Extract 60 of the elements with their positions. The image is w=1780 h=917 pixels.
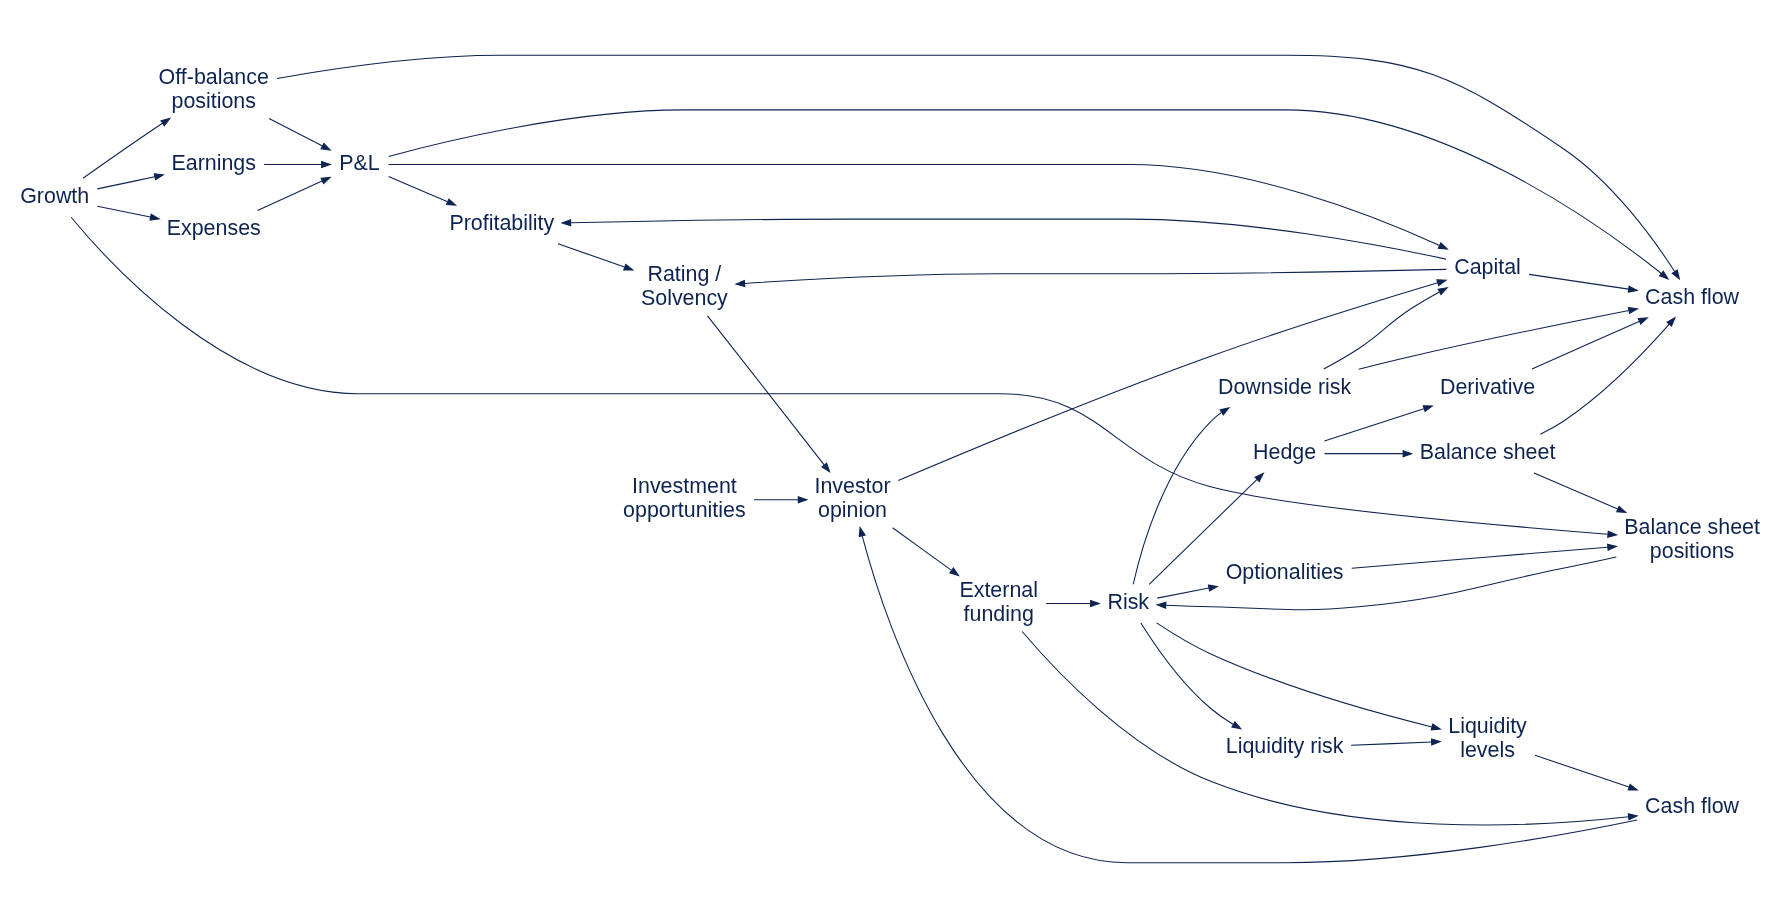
arrow <box>706 314 831 473</box>
arrow <box>557 242 635 270</box>
arrow <box>388 163 1449 250</box>
node-text: Cash flow <box>1645 793 1740 818</box>
arrow <box>1531 316 1649 370</box>
node-text: P&L <box>339 150 380 175</box>
arrow <box>1323 449 1414 457</box>
arrow <box>897 278 1448 481</box>
arrow <box>1155 555 1617 610</box>
arrow <box>734 268 1447 287</box>
node-text: Balance sheet <box>1419 439 1556 464</box>
arrow <box>1323 286 1449 370</box>
node-text: Liquidity risk <box>1225 733 1344 758</box>
arrow <box>1045 599 1101 607</box>
arrow <box>263 160 332 168</box>
arrow <box>753 495 809 503</box>
node-text: Rating / Solvency <box>640 261 728 310</box>
node-text: Optionalities <box>1225 559 1344 584</box>
arrow <box>1350 737 1442 746</box>
node-text: Off-balance positions <box>158 64 269 113</box>
arrow <box>1528 273 1639 293</box>
arrow <box>560 218 1447 260</box>
arrow <box>96 205 161 221</box>
arrow <box>858 525 1638 863</box>
arrow <box>1156 584 1219 599</box>
arrow <box>276 54 1681 280</box>
node-text: Liquidity levels <box>1448 713 1527 762</box>
node-text: Profitability <box>449 210 555 235</box>
arrow <box>1351 543 1619 569</box>
node-text: Capital <box>1454 254 1521 279</box>
arrow <box>892 526 960 576</box>
arrow <box>388 108 1670 280</box>
node-text: Expenses <box>166 215 261 240</box>
arrow <box>1021 630 1639 825</box>
node-text: Investor opinion <box>814 473 891 522</box>
arrow <box>1358 306 1639 370</box>
arrow <box>1140 621 1243 729</box>
arrow <box>387 175 458 206</box>
arrow <box>1132 406 1231 585</box>
arrow <box>1323 404 1434 442</box>
node-text: Cash flow <box>1645 284 1740 309</box>
arrow <box>1539 315 1677 435</box>
node-text: Hedge <box>1253 439 1317 464</box>
node-text: Downside risk <box>1217 374 1352 399</box>
node-text: External funding <box>959 577 1038 626</box>
node-text: Growth <box>20 183 90 208</box>
arrow <box>1148 471 1265 585</box>
node-text: Derivative <box>1439 374 1536 399</box>
arrow <box>268 117 332 151</box>
arrow <box>1533 472 1628 513</box>
arrow <box>1156 621 1442 730</box>
arrow <box>256 176 332 211</box>
node-text: Investment opportunities <box>623 473 746 522</box>
arrow <box>1534 754 1639 791</box>
arrow <box>96 172 165 189</box>
node-text: Earnings <box>171 150 256 175</box>
node-text: Balance sheet positions <box>1624 514 1760 563</box>
node-text: Risk <box>1107 589 1150 614</box>
arrow <box>70 216 1619 538</box>
arrow <box>82 117 172 179</box>
